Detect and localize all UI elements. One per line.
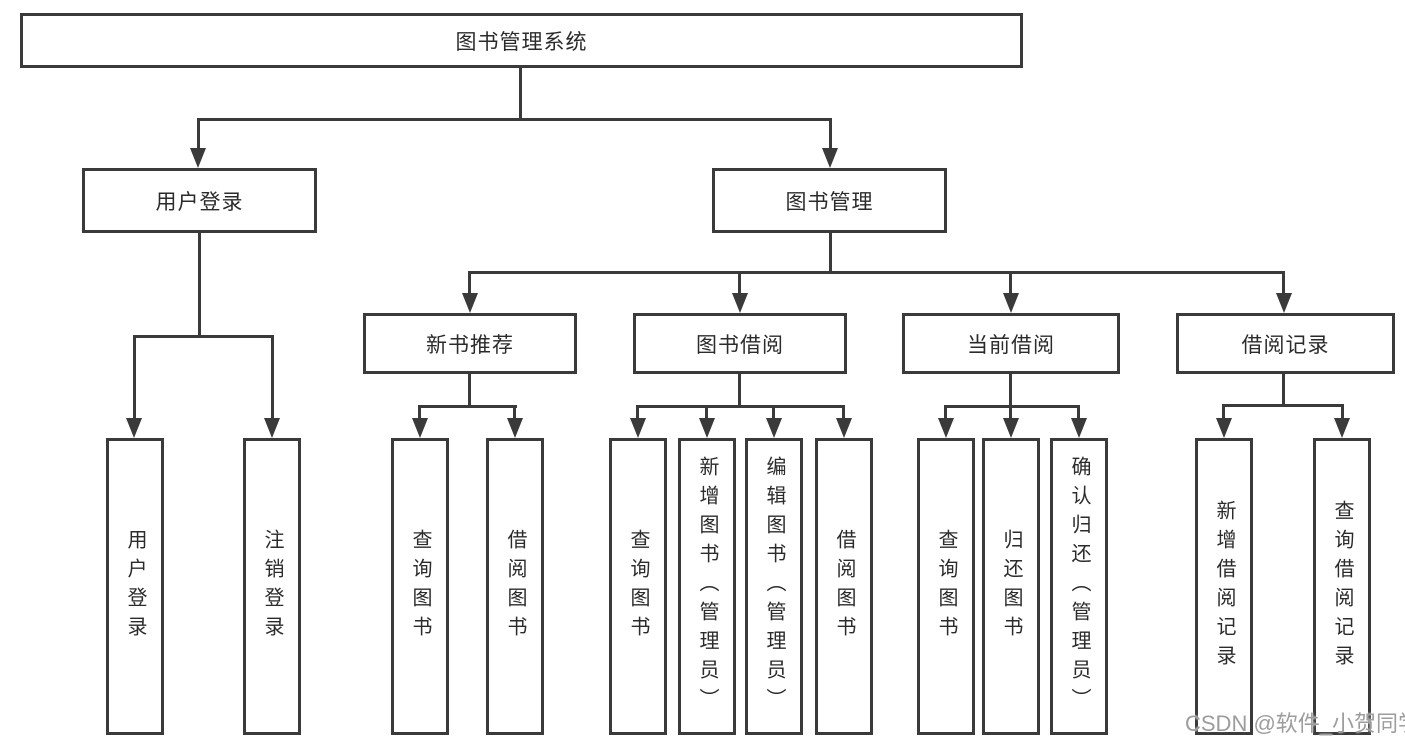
- arrow-down-icon: [1071, 418, 1087, 438]
- arrow-down-icon: [699, 418, 715, 438]
- connector-line: [1009, 374, 1012, 408]
- node-borrow-records-label: 借阅记录: [1241, 333, 1330, 357]
- node-book-management-label: 图书管理: [785, 190, 874, 214]
- leaf-borrow-add-books-admin-label: 新增图书（管理员）: [696, 456, 718, 717]
- connector-line: [1282, 271, 1285, 295]
- connector-line: [636, 405, 845, 408]
- arrow-down-icon: [732, 293, 748, 313]
- node-new-book-recommend-label: 新书推荐: [426, 333, 514, 357]
- leaf-records-add-record: 新增借阅记录: [1195, 438, 1253, 735]
- csdn-watermark: CSDN @软件_小贺同学: [1185, 711, 1405, 736]
- connector-line: [1077, 405, 1080, 420]
- arrow-down-icon: [822, 148, 838, 168]
- leaf-current-query-books-label: 查询图书: [935, 528, 957, 645]
- connector-line: [1009, 405, 1012, 420]
- arrow-down-icon: [507, 418, 523, 438]
- leaf-current-confirm-return-admin: 确认归还（管理员）: [1050, 438, 1108, 735]
- node-new-book-recommend: 新书推荐: [363, 313, 577, 374]
- arrow-down-icon: [462, 293, 478, 313]
- arrow-down-icon: [412, 418, 428, 438]
- node-current-borrow: 当前借阅: [902, 313, 1120, 374]
- leaf-records-add-record-label: 新增借阅记录: [1213, 499, 1235, 674]
- arrow-down-icon: [1276, 293, 1292, 313]
- connector-line: [829, 233, 832, 274]
- connector-line: [705, 405, 708, 420]
- leaf-new-query-books-label: 查询图书: [409, 528, 431, 645]
- connector-line: [842, 405, 845, 420]
- arrow-down-icon: [264, 418, 280, 438]
- connector-line: [468, 374, 471, 408]
- arrow-down-icon: [938, 418, 954, 438]
- connector-line: [1222, 404, 1225, 420]
- connector-line: [738, 271, 741, 295]
- node-book-borrow-label: 图书借阅: [696, 333, 784, 357]
- leaf-current-confirm-return-admin-label: 确认归还（管理员）: [1068, 456, 1090, 717]
- connector-line: [418, 405, 421, 420]
- arrow-down-icon: [1003, 418, 1019, 438]
- connector-line: [197, 118, 200, 150]
- leaf-current-query-books: 查询图书: [917, 438, 975, 735]
- connector-line: [944, 405, 947, 420]
- leaf-new-borrow-books: 借阅图书: [486, 438, 544, 735]
- node-root-label: 图书管理系统: [455, 30, 588, 54]
- connector-line: [772, 405, 775, 420]
- arrow-down-icon: [1334, 418, 1350, 438]
- connector-line: [468, 271, 1285, 274]
- connector-line: [468, 271, 471, 295]
- leaf-current-return-books-label: 归还图书: [1000, 528, 1022, 645]
- connector-line: [133, 335, 136, 420]
- connector-line: [829, 118, 832, 150]
- connector-line: [513, 405, 516, 420]
- leaf-new-borrow-books-label: 借阅图书: [504, 528, 526, 645]
- connector-line: [519, 68, 522, 120]
- leaf-borrow-edit-books-admin-label: 编辑图书（管理员）: [763, 456, 785, 717]
- connector-line: [197, 118, 832, 121]
- arrow-down-icon: [836, 418, 852, 438]
- leaf-borrow-edit-books-admin: 编辑图书（管理员）: [745, 438, 803, 735]
- leaf-logout-label: 注销登录: [261, 528, 283, 645]
- connector-line: [133, 335, 274, 338]
- arrow-down-icon: [1003, 293, 1019, 313]
- leaf-borrow-borrow-books: 借阅图书: [815, 438, 873, 735]
- node-root: 图书管理系统: [20, 13, 1023, 68]
- connector-line: [418, 405, 517, 408]
- arrow-down-icon: [190, 148, 206, 168]
- node-user-login: 用户登录: [82, 168, 317, 233]
- leaf-borrow-add-books-admin: 新增图书（管理员）: [678, 438, 736, 735]
- connector-line: [1009, 271, 1012, 295]
- connector-line: [738, 374, 741, 408]
- leaf-borrow-query-books: 查询图书: [609, 438, 667, 735]
- connector-line: [271, 335, 274, 420]
- node-book-management: 图书管理: [712, 168, 947, 233]
- arrow-down-icon: [630, 418, 646, 438]
- leaf-new-query-books: 查询图书: [391, 438, 449, 735]
- node-current-borrow-label: 当前借阅: [967, 333, 1055, 357]
- leaf-records-query-record-label: 查询借阅记录: [1331, 499, 1353, 674]
- connector-line: [1341, 404, 1344, 420]
- leaf-logout: 注销登录: [243, 438, 301, 735]
- node-user-login-label: 用户登录: [155, 190, 244, 214]
- leaf-records-query-record: 查询借阅记录: [1313, 438, 1371, 735]
- arrow-down-icon: [766, 418, 782, 438]
- connector-line: [198, 233, 201, 338]
- arrow-down-icon: [1216, 418, 1232, 438]
- leaf-borrow-borrow-books-label: 借阅图书: [833, 528, 855, 645]
- leaf-user-login: 用户登录: [106, 438, 164, 735]
- node-borrow-records: 借阅记录: [1176, 313, 1395, 374]
- connector-line: [1222, 404, 1343, 407]
- leaf-current-return-books: 归还图书: [982, 438, 1040, 735]
- leaf-borrow-query-books-label: 查询图书: [627, 528, 649, 645]
- node-book-borrow: 图书借阅: [633, 313, 847, 374]
- connector-line: [1282, 374, 1285, 407]
- connector-line: [636, 405, 639, 420]
- connector-line: [944, 405, 1080, 408]
- arrow-down-icon: [126, 418, 142, 438]
- leaf-user-login-label: 用户登录: [124, 528, 146, 645]
